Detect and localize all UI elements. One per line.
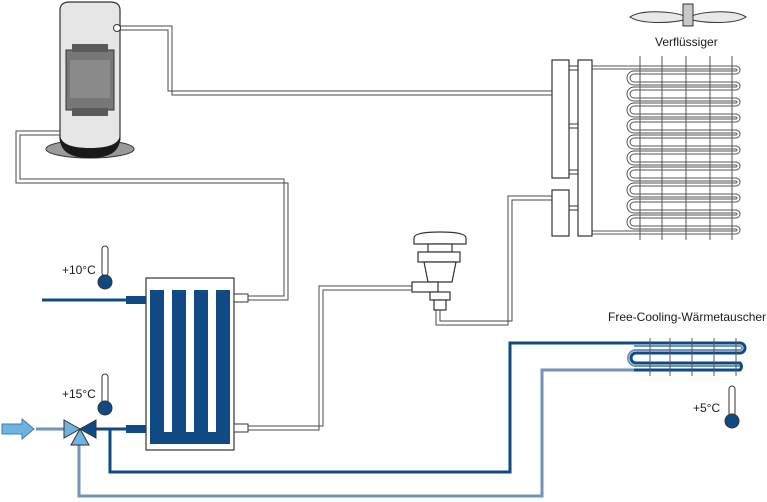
temp-right-label: +5°C <box>693 401 720 415</box>
compressor-icon <box>45 1 135 159</box>
pipe-free-cooling-return <box>77 368 634 498</box>
pipe-liquid-outer <box>435 195 552 326</box>
pipe-discharge-inner <box>118 29 552 92</box>
three-way-valve-icon <box>63 419 97 446</box>
refrigerant-pipes <box>15 25 552 431</box>
pipe-suction-inner <box>19 134 285 297</box>
condenser <box>551 56 741 240</box>
evaporator <box>126 277 249 451</box>
water-pipes <box>36 298 634 498</box>
thermometer-icon <box>724 385 740 429</box>
condenser-label: Verflüssiger <box>655 35 718 49</box>
pipe-evap-in-outer <box>236 285 412 431</box>
fan-icon <box>629 3 747 27</box>
thermometer-icon <box>97 373 113 416</box>
temp-top-label: +10°C <box>62 263 96 277</box>
free-cooling-exchanger <box>627 338 747 376</box>
temp-mid-label: +15°C <box>62 387 96 401</box>
pipe-liquid-inner <box>439 199 552 322</box>
pipe-suction-outer <box>15 130 289 301</box>
thermometer-icon <box>97 245 113 290</box>
pipe-free-cooling-supply <box>108 341 634 474</box>
pipe-evap-in-inner <box>236 289 412 427</box>
inlet-arrow-icon <box>1 417 35 441</box>
expansion-valve-icon <box>411 231 467 311</box>
pipe-discharge-outer <box>118 25 552 96</box>
free-cooling-label: Free-Cooling-Wärmetauscher <box>608 310 766 324</box>
